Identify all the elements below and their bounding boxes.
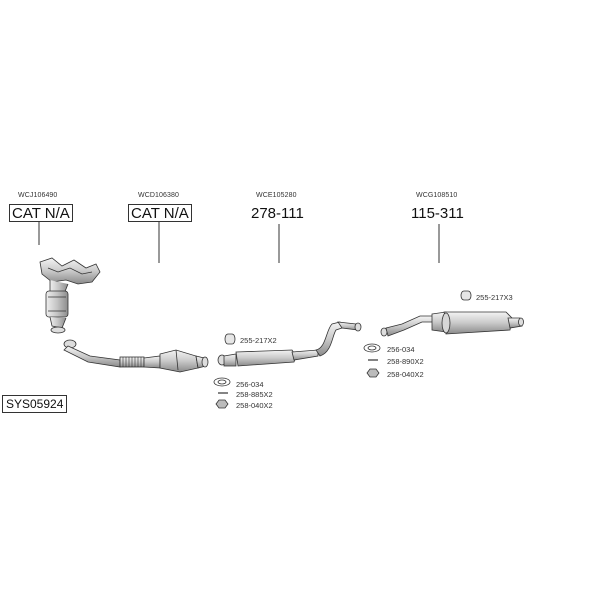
oe-number-rear-silencer: WCG108510	[416, 192, 458, 199]
clamp-icon-rear	[460, 290, 472, 301]
fitting-label-gasket-front[interactable]: 256-034	[236, 380, 264, 389]
nut-icon-rear	[366, 368, 380, 378]
fitting-label-gasket-rear[interactable]: 256-034	[387, 345, 415, 354]
oe-number-manifold-cat: WCJ106490	[18, 192, 58, 199]
fitting-label-bolt-front[interactable]: 258-885X2	[236, 390, 273, 399]
system-code-badge: SYS05924	[2, 395, 68, 413]
oe-number-front-cat: WCD106380	[138, 192, 179, 199]
fitting-label-clamp-front[interactable]: 255-217X2	[240, 336, 277, 345]
nut-icon-front	[215, 399, 229, 409]
ref-middle-pipe[interactable]: 278-111	[251, 205, 304, 222]
fitting-label-nut-rear[interactable]: 258-040X2	[387, 370, 424, 379]
clamp-icon-front	[224, 333, 236, 345]
fitting-label-bolt-rear[interactable]: 258-890X2	[387, 357, 424, 366]
fitting-label-nut-front[interactable]: 258-040X2	[236, 401, 273, 410]
rear-silencer	[380, 311, 524, 337]
front-pipe-catalyst	[63, 339, 209, 373]
fitting-icons	[213, 290, 472, 409]
exhaust-manifold-catalyst	[39, 257, 101, 334]
ref-front-cat[interactable]: CAT N/A	[128, 204, 192, 222]
ref-manifold-cat[interactable]: CAT N/A	[9, 204, 73, 222]
leader-lines	[38, 222, 440, 263]
oe-number-middle-pipe: WCE105280	[256, 192, 297, 199]
ref-rear-silencer[interactable]: 115-311	[411, 205, 464, 222]
middle-pipe-resonator	[217, 321, 362, 367]
fitting-label-clamp-rear[interactable]: 255-217X3	[476, 293, 513, 302]
